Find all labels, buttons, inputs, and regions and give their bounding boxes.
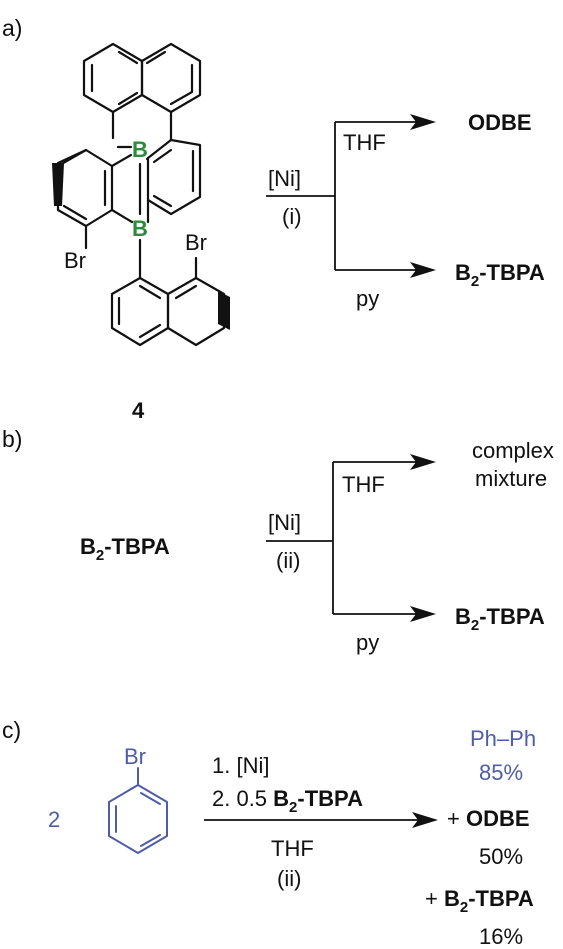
yield-3: 16% — [479, 924, 523, 949]
product-lower-a: B2-TBPA — [455, 260, 545, 290]
step-1: 1. [Ni] — [212, 753, 269, 778]
naphthyl-ring-right — [140, 42, 202, 114]
branching-arrow-a — [266, 114, 436, 278]
compound-number: 4 — [132, 398, 145, 423]
panel-c-label: c) — [2, 717, 21, 743]
wedge-bond-lower — [218, 291, 230, 330]
lower-naphthyl-ring-right — [166, 276, 226, 347]
product-upper-a: ODBE — [468, 110, 532, 135]
bromine-label-lower: Br — [185, 230, 207, 255]
reagent-b: [Ni] — [268, 510, 301, 535]
reaction-arrow-c — [204, 812, 438, 828]
step-2: 2. 0.5 B2-TBPA — [212, 786, 363, 816]
bromine-label-c: Br — [124, 744, 146, 769]
starting-material-b: B2-TBPA — [80, 534, 170, 564]
yield-1: 85% — [479, 760, 523, 785]
bromine-label-left: Br — [64, 248, 86, 273]
condition-a: (i) — [282, 204, 302, 229]
boron-atom-upper: B — [132, 137, 148, 162]
solvent-lower-b: py — [356, 630, 379, 655]
wedge-bond-left — [52, 163, 64, 206]
product-2: + ODBE — [447, 806, 530, 831]
benzene-ring — [108, 784, 168, 854]
boron-atom-lower: B — [132, 216, 148, 241]
bromobenzene-structure — [108, 767, 168, 854]
compound-4-structure — [52, 42, 230, 347]
lower-naphthyl-ring-left — [110, 276, 170, 347]
product-upper-b-line2: mixture — [475, 466, 547, 491]
panel-b-label: b) — [2, 426, 22, 452]
product-upper-b-line1: complex — [472, 438, 554, 463]
product-lower-b: B2-TBPA — [455, 604, 545, 634]
condition-c: (ii) — [277, 866, 301, 891]
product-3: + B2-TBPA — [425, 886, 534, 916]
reagent-a: [Ni] — [268, 166, 301, 191]
product-1: Ph–Ph — [470, 726, 536, 751]
solvent-lower-a: py — [356, 286, 379, 311]
panel-a-label: a) — [2, 15, 22, 41]
solvent-upper-b: THF — [342, 472, 385, 497]
yield-2: 50% — [479, 844, 523, 869]
solvent-c: THF — [271, 836, 314, 861]
coefficient: 2 — [48, 807, 60, 832]
branching-arrow-b — [266, 454, 436, 622]
solvent-upper-a: THF — [343, 130, 386, 155]
condition-b: (ii) — [276, 548, 300, 573]
